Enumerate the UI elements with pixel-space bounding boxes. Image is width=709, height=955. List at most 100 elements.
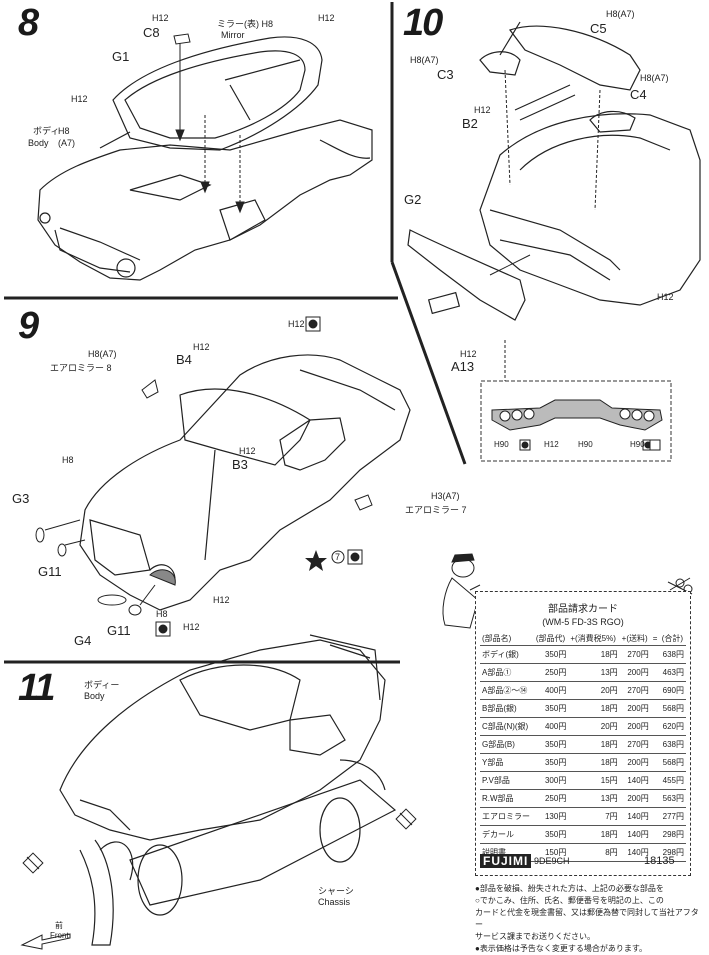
- order-card-cell-price: 350円: [533, 699, 569, 718]
- order-card-cell-name: デカール: [480, 825, 534, 844]
- order-card-cell-ship: 270円: [619, 735, 651, 754]
- order-card-cell-spacer: [650, 663, 660, 682]
- order-card-cell-price: 300円: [533, 771, 569, 790]
- s9-aero-mirror-8: エアロミラー 8: [50, 363, 112, 373]
- s8-c8: C8: [143, 25, 160, 40]
- order-card-cell-ship: 200円: [619, 699, 651, 718]
- parts-order-card: 部品請求カード (WM-5 FD-3S RGO) (部品名) (部品代) +(消…: [475, 591, 691, 876]
- s10-h12-right: H12: [657, 292, 674, 302]
- s9-h8a7: H8(A7): [88, 349, 117, 359]
- order-card-cell-tax: 13円: [568, 663, 620, 682]
- s9-h12-top: H12: [288, 319, 305, 329]
- s10-detail-h12: H12: [544, 440, 559, 449]
- s8-body-en: Body: [28, 138, 49, 148]
- step9-mirror-8: [141, 379, 159, 399]
- order-card-cell-price: 350円: [533, 645, 569, 664]
- s10-h12-a13: H12: [460, 349, 477, 359]
- order-card-cell-total: 298円: [659, 825, 686, 844]
- order-card-subtitle: (WM-5 FD-3S RGO): [542, 617, 624, 627]
- s11-body-en: Body: [84, 691, 105, 701]
- step9-car-body: [79, 354, 411, 611]
- s8-mirror-part: ミラー(表) H8: [217, 19, 273, 29]
- mascot-figure: [442, 553, 481, 629]
- s9-b3: B3: [232, 457, 248, 472]
- order-card-cell-spacer: [650, 699, 660, 718]
- order-card-cell-spacer: [650, 771, 660, 790]
- order-card-cell-price: 400円: [533, 717, 569, 736]
- s9-h8-left: H8: [62, 455, 74, 465]
- step8-mirror-c8: [173, 33, 191, 45]
- order-card-cell-spacer: [650, 789, 660, 808]
- s8-g1: G1: [112, 49, 130, 64]
- order-card-cell-price: 350円: [533, 735, 569, 754]
- header-price: (部品代): [533, 631, 569, 646]
- order-card-cell-tax: 13円: [568, 789, 620, 808]
- s9-g11b: G11: [107, 623, 131, 638]
- order-card-cell-spacer: [650, 753, 660, 772]
- order-card-cell-total: 638円: [659, 645, 686, 664]
- order-card-cell-tax: 15円: [568, 771, 620, 790]
- s9-g11a: G11: [38, 564, 62, 579]
- order-card-cell-tax: 8円: [568, 843, 620, 862]
- step11-body-and-chassis: [59, 634, 397, 946]
- footnote-1: ●部品を破損、紛失された方は、上記の必要な部品を: [475, 884, 664, 893]
- order-card-cell-name: Y部品: [480, 753, 534, 772]
- no-glue-icon: [22, 808, 417, 874]
- s11-chassis-jp: シャーシ: [318, 886, 354, 896]
- footnote-2: ○でかこみ、住所、氏名、郵便番号を明記の上、この: [475, 896, 664, 905]
- s8-body-a7: (A7): [58, 138, 76, 148]
- s9-g3: G3: [12, 491, 30, 506]
- header-ship: +(送料): [619, 631, 651, 646]
- header-tax: +(消費税5%): [568, 631, 620, 646]
- s10-c5: C5: [590, 21, 607, 36]
- s9-g4: G4: [74, 633, 92, 648]
- s11-chassis-en: Chassis: [318, 897, 351, 907]
- order-card-cell-name: C部品(N)(銀): [480, 717, 534, 736]
- s8-body-jp: ボディ: [33, 126, 60, 136]
- order-card-cell-spacer: [650, 825, 660, 844]
- step-number-10: 10: [403, 2, 443, 44]
- s9-h12-b3: H12: [239, 446, 256, 456]
- s10-h8a7-c3: H8(A7): [410, 55, 439, 65]
- order-card-cell-ship: 140円: [619, 807, 651, 826]
- s8-mirror-en: Mirror: [221, 30, 245, 40]
- step9-mirror-7: [354, 494, 373, 511]
- s10-g2: G2: [404, 192, 422, 207]
- order-card-cell-total: 463円: [659, 663, 686, 682]
- s11-front-en: Front: [50, 931, 69, 940]
- s9-b4: B4: [176, 352, 192, 367]
- order-card-cell-price: 250円: [533, 663, 569, 682]
- s10-detail-h90-b: H90: [578, 440, 593, 449]
- s9-h12-bottom: H12: [183, 622, 200, 632]
- order-card-cell-ship: 200円: [619, 663, 651, 682]
- s9-h12-b4: H12: [193, 342, 210, 352]
- order-card-number: 18135: [644, 855, 675, 867]
- order-card-cell-ship: 140円: [619, 843, 651, 862]
- s10-h12-b2: H12: [474, 105, 491, 115]
- s8-h12-left: H12: [71, 94, 88, 104]
- front-arrow-icon: [20, 933, 71, 950]
- order-card-cell-name: エアロミラー: [480, 807, 534, 826]
- order-card-cell-name: R.W部品: [480, 789, 534, 808]
- order-card-cell-tax: 18円: [568, 753, 620, 772]
- order-card-cell-ship: 270円: [619, 681, 651, 700]
- s8-body-h8: H8: [58, 126, 70, 136]
- order-card-cell-ship: 200円: [619, 717, 651, 736]
- order-card-cell-name: ボディ(銀): [480, 645, 534, 664]
- order-card-cell-total: 690円: [659, 681, 686, 700]
- s11-body-jp: ボディー: [84, 680, 120, 690]
- order-card-cell-tax: 20円: [568, 681, 620, 700]
- order-card-cell-name: B部品(銀): [480, 699, 534, 718]
- order-card-code: 9DE9CH: [534, 856, 570, 866]
- s10-detail-h90-c: H90: [630, 440, 645, 449]
- order-card-cell-name: P.V部品: [480, 771, 534, 790]
- s10-c3: C3: [437, 67, 454, 82]
- header-eq: =: [650, 631, 660, 646]
